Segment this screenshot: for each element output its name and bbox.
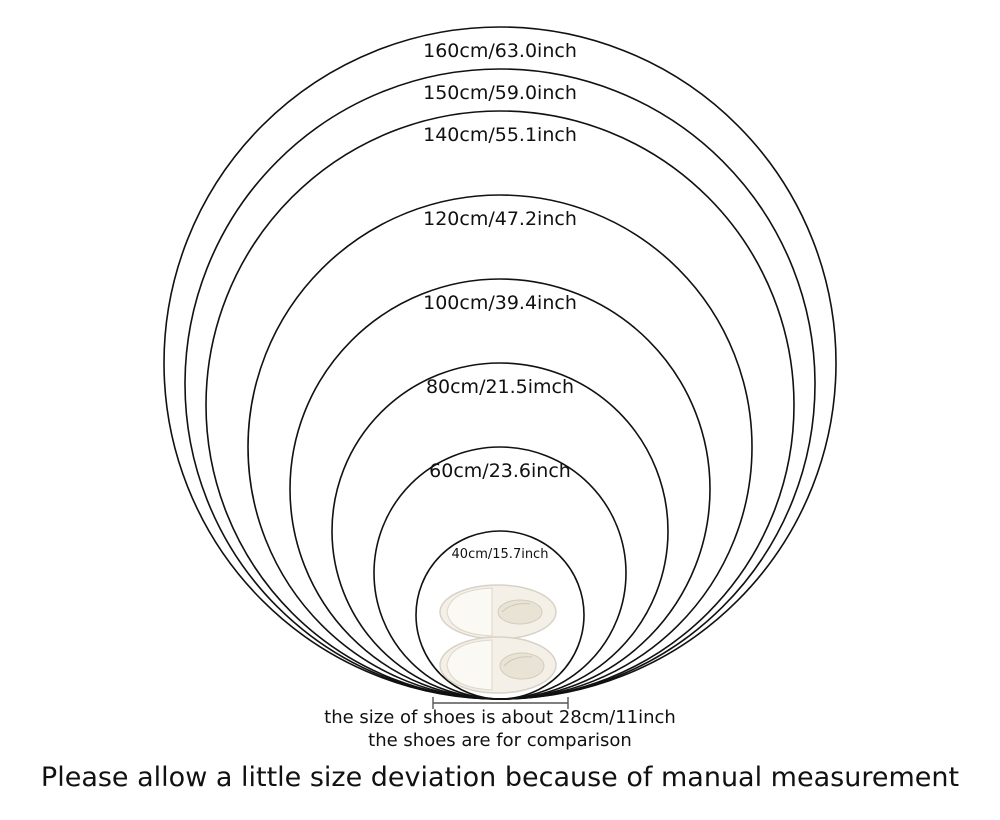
ring-label-100cm: 100cm/39.4inch: [423, 292, 577, 314]
ring-label-120cm: 120cm/47.2inch: [423, 208, 577, 230]
ring-40cm: [415, 530, 585, 700]
shoe-size-ruler: [432, 697, 569, 709]
ring-label-40cm: 40cm/15.7inch: [452, 547, 549, 562]
ring-label-160cm: 160cm/63.0inch: [423, 40, 577, 62]
deviation-note: Please allow a little size deviation bec…: [40, 762, 960, 793]
shoe-size-caption: the size of shoes is about 28cm/11inch: [324, 707, 676, 728]
ring-label-60cm: 60cm/23.6inch: [429, 460, 571, 482]
slipper-bottom: [439, 636, 557, 694]
slipper-top: [439, 584, 557, 640]
rings-layer: 160cm/63.0inch 150cm/59.0inch 140cm/55.1in…: [163, 26, 837, 700]
comparison-caption: the shoes are for comparison: [368, 730, 632, 751]
ring-label-80cm: 80cm/21.5imch: [426, 376, 574, 398]
slippers-icon: [439, 584, 557, 694]
ring-label-140cm: 140cm/55.1inch: [423, 124, 577, 146]
ring-label-150cm: 150cm/59.0inch: [423, 82, 577, 104]
